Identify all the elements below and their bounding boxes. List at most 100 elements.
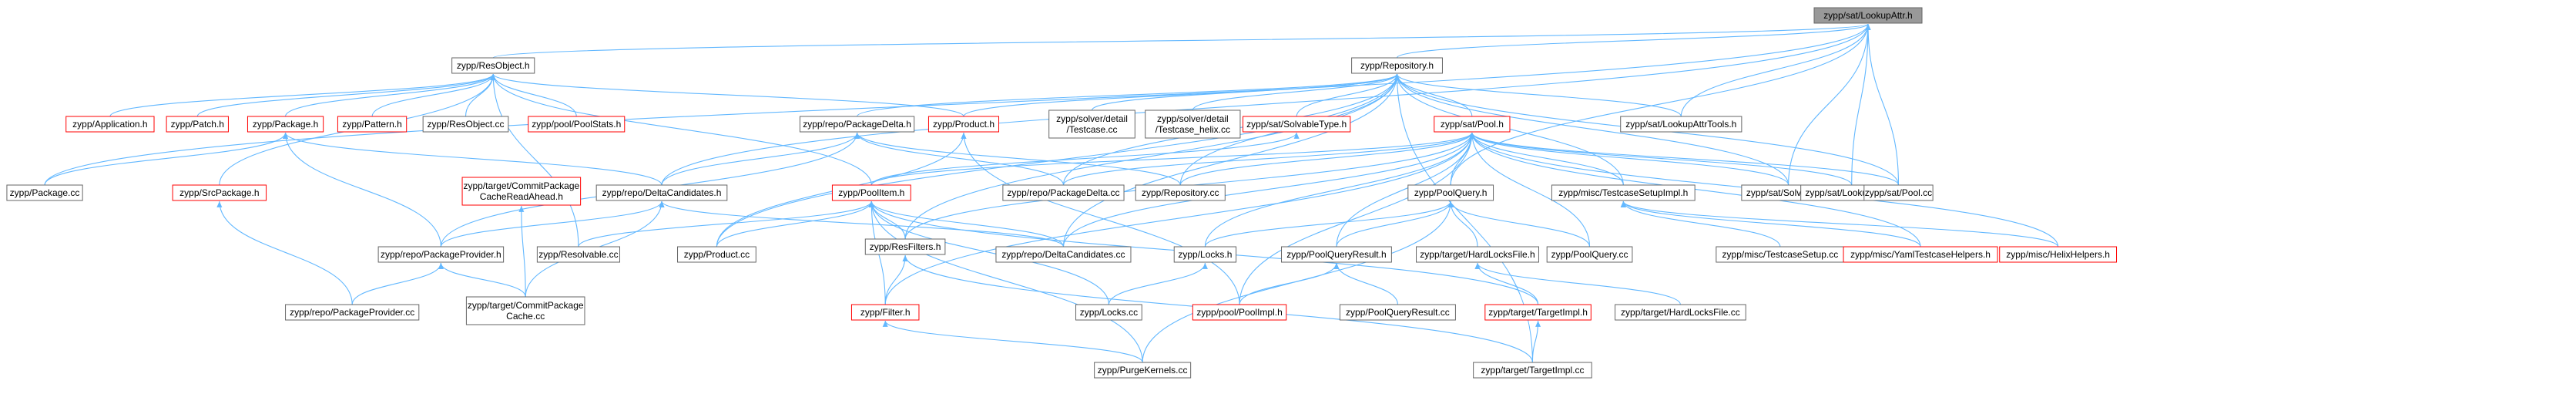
node-label-commitcache_cc-line-1: Cache.cc <box>506 311 545 322</box>
node-deltacand_h[interactable]: zypp/repo/DeltaCandidates.h <box>595 184 728 201</box>
edge-pattern_h-to-resobj_h <box>371 73 496 117</box>
node-testcase_cc[interactable]: zypp/solver/detail/Testcase.cc <box>1048 109 1135 139</box>
node-label-root-line-0: zypp/sat/LookupAttr.h <box>1823 10 1912 21</box>
node-yamlhelpers_h[interactable]: zypp/misc/YamlTestcaseHelpers.h <box>1843 246 1998 263</box>
node-poolstats_h[interactable]: zypp/pool/PoolStats.h <box>528 116 626 133</box>
node-locks_cc[interactable]: zypp/Locks.cc <box>1075 304 1142 321</box>
node-pkgprovider_cc[interactable]: zypp/repo/PackageProvider.cc <box>285 304 420 321</box>
edge-testcase_cc-to-repo_h <box>1091 73 1400 111</box>
node-tsetup_cc[interactable]: zypp/misc/TestcaseSetup.cc <box>1716 246 1845 263</box>
node-label-pool_h-line-0: zypp/sat/Pool.h <box>1441 119 1504 130</box>
node-filter_h[interactable]: zypp/Filter.h <box>850 304 920 321</box>
node-label-package_cc-line-0: zypp/Package.cc <box>10 187 80 198</box>
edge-solvable_cc-to-pool_h <box>1469 132 1789 186</box>
node-box-commitcache_cc <box>465 296 585 325</box>
node-pqresult_cc[interactable]: zypp/PoolQueryResult.cc <box>1339 304 1456 321</box>
node-lookupattrtools[interactable]: zypp/sat/LookupAttrTools.h <box>1620 116 1742 133</box>
node-box-resolvable_cc <box>536 246 621 263</box>
node-box-poolquery_h <box>1407 184 1494 201</box>
node-product_cc[interactable]: zypp/Product.cc <box>677 246 756 263</box>
node-pkgprovider_h[interactable]: zypp/repo/PackageProvider.h <box>377 246 505 263</box>
node-box-lookupattrtools <box>1620 116 1742 133</box>
node-label-pkgdelta_cc-line-0: zypp/repo/PackageDelta.cc <box>1007 187 1119 198</box>
node-hardlocks_h[interactable]: zypp/target/HardLocksFile.h <box>1416 246 1539 263</box>
node-box-helixhelpers_h <box>1999 246 2118 263</box>
edge-poolimpl_h-to-pqresult_h <box>1239 262 1340 305</box>
edge-pkgprovider_cc-to-pkgprovider_h <box>351 262 444 305</box>
node-targetimpl_cc[interactable]: zypp/target/TargetImpl.cc <box>1473 362 1592 379</box>
edge-package_h-to-resobj_h <box>285 73 496 117</box>
node-locks_h[interactable]: zypp/Locks.h <box>1173 246 1237 263</box>
node-poolimpl_h[interactable]: zypp/pool/PoolImpl.h <box>1192 304 1287 321</box>
node-label-testcase_cc-line-0: zypp/solver/detail <box>1056 113 1128 124</box>
edge-locks_h-to-pool_h <box>1204 132 1475 248</box>
node-tsetupimpl_h[interactable]: zypp/misc/TestcaseSetupImpl.h <box>1551 184 1696 201</box>
node-label-pqresult_cc-line-0: zypp/PoolQueryResult.cc <box>1346 307 1450 318</box>
node-srcpackage_h[interactable]: zypp/SrcPackage.h <box>172 184 267 201</box>
node-pattern_h[interactable]: zypp/Pattern.h <box>337 116 408 133</box>
node-label-targetimpl_cc-line-0: zypp/target/TargetImpl.cc <box>1481 365 1584 376</box>
node-solvtype_h[interactable]: zypp/sat/SolvableType.h <box>1243 116 1351 133</box>
edge-repository_cc-to-pool_h <box>1179 132 1475 186</box>
node-helixhelpers_h[interactable]: zypp/misc/HelixHelpers.h <box>1999 246 2118 263</box>
node-box-repo_h <box>1351 57 1443 74</box>
node-purgekernels_cc[interactable]: zypp/PurgeKernels.cc <box>1094 362 1192 379</box>
node-targetimpl_h[interactable]: zypp/target/TargetImpl.h <box>1484 304 1592 321</box>
node-package_cc[interactable]: zypp/Package.cc <box>6 184 83 201</box>
node-patch_h[interactable]: zypp/Patch.h <box>166 116 229 133</box>
node-box-product_h <box>927 116 1000 133</box>
node-resfilters_h[interactable]: zypp/ResFilters.h <box>864 238 946 255</box>
edge-app_h-to-resobj_h <box>109 73 496 117</box>
edge-pool_cc-to-root <box>1865 23 1900 186</box>
node-repository_cc[interactable]: zypp/Repository.cc <box>1135 184 1226 201</box>
node-pkgdelta_cc[interactable]: zypp/repo/PackageDelta.cc <box>1002 184 1125 201</box>
edge-hardlocks_cc-to-hardlocks_h <box>1474 262 1681 305</box>
node-resobj_cc[interactable]: zypp/ResObject.cc <box>422 116 509 133</box>
node-app_h[interactable]: zypp/Application.h <box>65 116 155 133</box>
node-box-resobj_cc <box>422 116 509 133</box>
node-label-targetimpl_h-line-0: zypp/target/TargetImpl.h <box>1488 307 1588 318</box>
node-label-pool_cc-line-0: zypp/sat/Pool.cc <box>1865 187 1932 198</box>
edge-repository_cc-to-pkgdelta_h <box>854 132 1181 186</box>
node-box-purgekernels_cc <box>1094 362 1192 379</box>
node-hardlocks_cc[interactable]: zypp/target/HardLocksFile.cc <box>1615 304 1746 321</box>
edge-purgekernels_cc-to-filter_h <box>882 320 1143 363</box>
edge-locks_h-to-poolquery_h <box>1204 200 1454 248</box>
node-box-filter_h <box>850 304 920 321</box>
edge-pqresult_cc-to-pqresult_h <box>1333 262 1398 305</box>
node-package_h[interactable]: zypp/Package.h <box>247 116 324 133</box>
node-box-testcase_cc <box>1048 109 1135 139</box>
node-pqresult_h[interactable]: zypp/PoolQueryResult.h <box>1281 246 1392 263</box>
node-deltacand_cc[interactable]: zypp/repo/DeltaCandidates.cc <box>995 246 1132 263</box>
node-pool_cc[interactable]: zypp/sat/Pool.cc <box>1863 184 1934 201</box>
node-poolitem_h[interactable]: zypp/PoolItem.h <box>831 184 911 201</box>
edge-hardlocks_h-to-poolquery_h <box>1447 200 1478 248</box>
edge-resolvable_cc-to-resobj_h <box>490 73 579 248</box>
edge-deltacand_h-to-package_h <box>283 132 662 186</box>
node-box-poolstats_h <box>528 116 626 133</box>
node-label-product_cc-line-0: zypp/Product.cc <box>684 249 750 260</box>
node-label-commitcache_h-line-1: CacheReadAhead.h <box>480 191 563 202</box>
node-label-testcase_cc-line-1: /Testcase.cc <box>1067 124 1118 135</box>
edge-poolitem_h-to-pool_h <box>870 132 1475 186</box>
node-commitcache_h[interactable]: zypp/target/CommitPackageCacheReadAhead.… <box>461 177 582 206</box>
node-poolquery_cc[interactable]: zypp/PoolQuery.cc <box>1546 246 1633 263</box>
node-resolvable_cc[interactable]: zypp/Resolvable.cc <box>536 246 621 263</box>
node-box-deltacand_cc <box>995 246 1132 263</box>
edge-tsetupimpl_h-to-pool_h <box>1469 132 1624 186</box>
edge-targetimpl_cc-to-targetimpl_h <box>1531 320 1541 363</box>
node-resobj_h[interactable]: zypp/ResObject.h <box>451 57 535 74</box>
node-label-testcase_helix-line-0: zypp/solver/detail <box>1157 113 1229 124</box>
node-label-srcpackage_h-line-0: zypp/SrcPackage.h <box>179 187 259 198</box>
node-repo_h[interactable]: zypp/Repository.h <box>1351 57 1443 74</box>
edge-commitcache_cc-to-commitcache_h <box>518 205 526 298</box>
node-poolquery_h[interactable]: zypp/PoolQuery.h <box>1407 184 1494 201</box>
node-pkgdelta_h[interactable]: zypp/repo/PackageDelta.h <box>799 116 915 133</box>
node-box-repository_cc <box>1135 184 1226 201</box>
node-pool_h[interactable]: zypp/sat/Pool.h <box>1434 116 1511 133</box>
node-testcase_helix[interactable]: zypp/solver/detail/Testcase_helix.cc <box>1145 109 1241 139</box>
node-label-pkgdelta_h-line-0: zypp/repo/PackageDelta.h <box>803 119 911 130</box>
node-product_h[interactable]: zypp/Product.h <box>927 116 1000 133</box>
